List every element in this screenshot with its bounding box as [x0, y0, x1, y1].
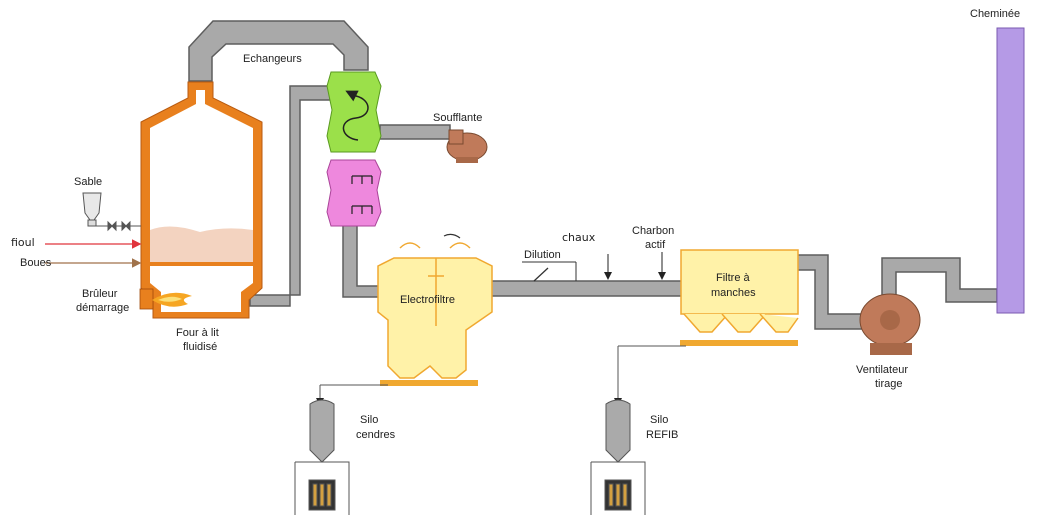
exchanger-coil-icon	[342, 90, 369, 141]
filtre-a-manches	[680, 249, 799, 346]
label-dilution: Dilution	[524, 249, 561, 261]
furnace	[139, 81, 263, 319]
label-four-2: fluidisé	[183, 341, 217, 353]
silo-cendres	[294, 384, 388, 515]
label-ventilateur-2: tirage	[875, 378, 903, 390]
furnace-grate	[150, 262, 253, 266]
label-filtre-2: manches	[711, 287, 756, 299]
duct-top-loop	[188, 20, 369, 82]
label-silo-refib-2: REFIB	[646, 429, 678, 441]
dilution-valve	[522, 261, 577, 282]
ducts	[188, 20, 998, 330]
soufflante-fan-icon	[446, 129, 488, 163]
label-soufflante: Soufflante	[433, 112, 482, 124]
exchanger-pink	[326, 159, 382, 227]
silo-refib	[590, 345, 686, 515]
label-charbon-1: Charbon	[632, 225, 674, 237]
label-echangeurs: Echangeurs	[243, 53, 302, 65]
dilution-valve-icon	[533, 267, 549, 282]
sable-feeder	[82, 192, 141, 232]
label-four-1: Four à lit	[176, 327, 219, 339]
sable-hopper-icon	[82, 192, 102, 221]
sand-bed	[150, 226, 253, 262]
label-chaux: chaux	[562, 231, 596, 244]
valve-icon-1	[107, 220, 117, 232]
electrofiltre	[377, 233, 493, 386]
label-bruleur-2: démarrage	[76, 302, 129, 314]
duct-main	[489, 280, 689, 297]
label-silo-cendres-2: cendres	[356, 429, 396, 441]
label-sable: Sable	[74, 176, 102, 188]
label-fioul: fioul	[11, 236, 35, 249]
duct-soufflante	[379, 124, 451, 140]
furnace-inner	[150, 90, 253, 312]
label-filtre-1: Filtre à	[716, 272, 751, 284]
cheminee-stack	[996, 27, 1025, 314]
label-boues: Boues	[20, 257, 52, 269]
exchanger-green	[326, 71, 382, 153]
label-silo-refib-1: Silo	[650, 414, 668, 426]
label-bruleur-1: Brûleur	[82, 288, 118, 300]
valve-icon-2	[121, 220, 131, 232]
ventilateur-fan-icon	[859, 293, 921, 355]
burner-box	[139, 288, 154, 310]
label-ventilateur-1: Ventilateur	[856, 364, 908, 376]
label-electrofiltre: Electrofiltre	[400, 294, 455, 306]
label-charbon-2: actif	[645, 239, 666, 251]
label-silo-cendres-1: Silo	[360, 414, 378, 426]
duct-to-ventilateur	[795, 254, 869, 330]
label-cheminee: Cheminée	[970, 8, 1020, 20]
